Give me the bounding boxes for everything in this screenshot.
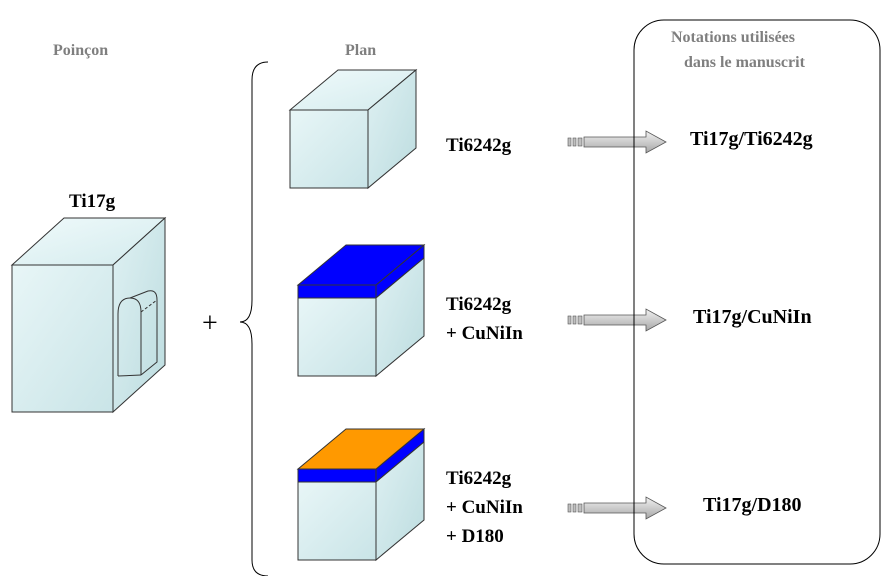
plan-cube-2 — [296, 243, 426, 378]
plan-label-3-line-2: + CuNiIn — [446, 497, 523, 518]
plus-sign: + — [202, 308, 218, 339]
arrow-3 — [567, 496, 667, 520]
plan-cube-1 — [288, 68, 418, 190]
arrow-1 — [567, 130, 667, 154]
plan-label-1-line-1: Ti6242g — [446, 135, 512, 156]
header-plan: Plan — [345, 42, 377, 59]
notation-1: Ti17g/Ti6242g — [690, 128, 813, 150]
punch-cube — [10, 216, 167, 414]
header-notations-line2: dans le manuscrit — [684, 54, 805, 71]
plan-label-2-line-1: Ti6242g — [446, 294, 512, 315]
punch-label: Ti17g — [69, 191, 116, 212]
arrow-2 — [567, 308, 667, 332]
header-poincon: Poinçon — [53, 42, 109, 59]
plan-label-2-line-2: + CuNiIn — [446, 323, 523, 344]
plan-cube-3 — [296, 427, 426, 562]
plan-label-3-line-3: + D180 — [446, 526, 504, 547]
curly-brace — [239, 61, 269, 576]
notation-3: Ti17g/D180 — [703, 494, 802, 516]
notations-box — [633, 19, 881, 565]
plan-label-3-line-1: Ti6242g — [446, 468, 512, 489]
notation-2: Ti17g/CuNiIn — [693, 306, 812, 328]
header-notations-line1: Notations utilisées — [671, 29, 795, 46]
punch-nose — [117, 290, 158, 377]
